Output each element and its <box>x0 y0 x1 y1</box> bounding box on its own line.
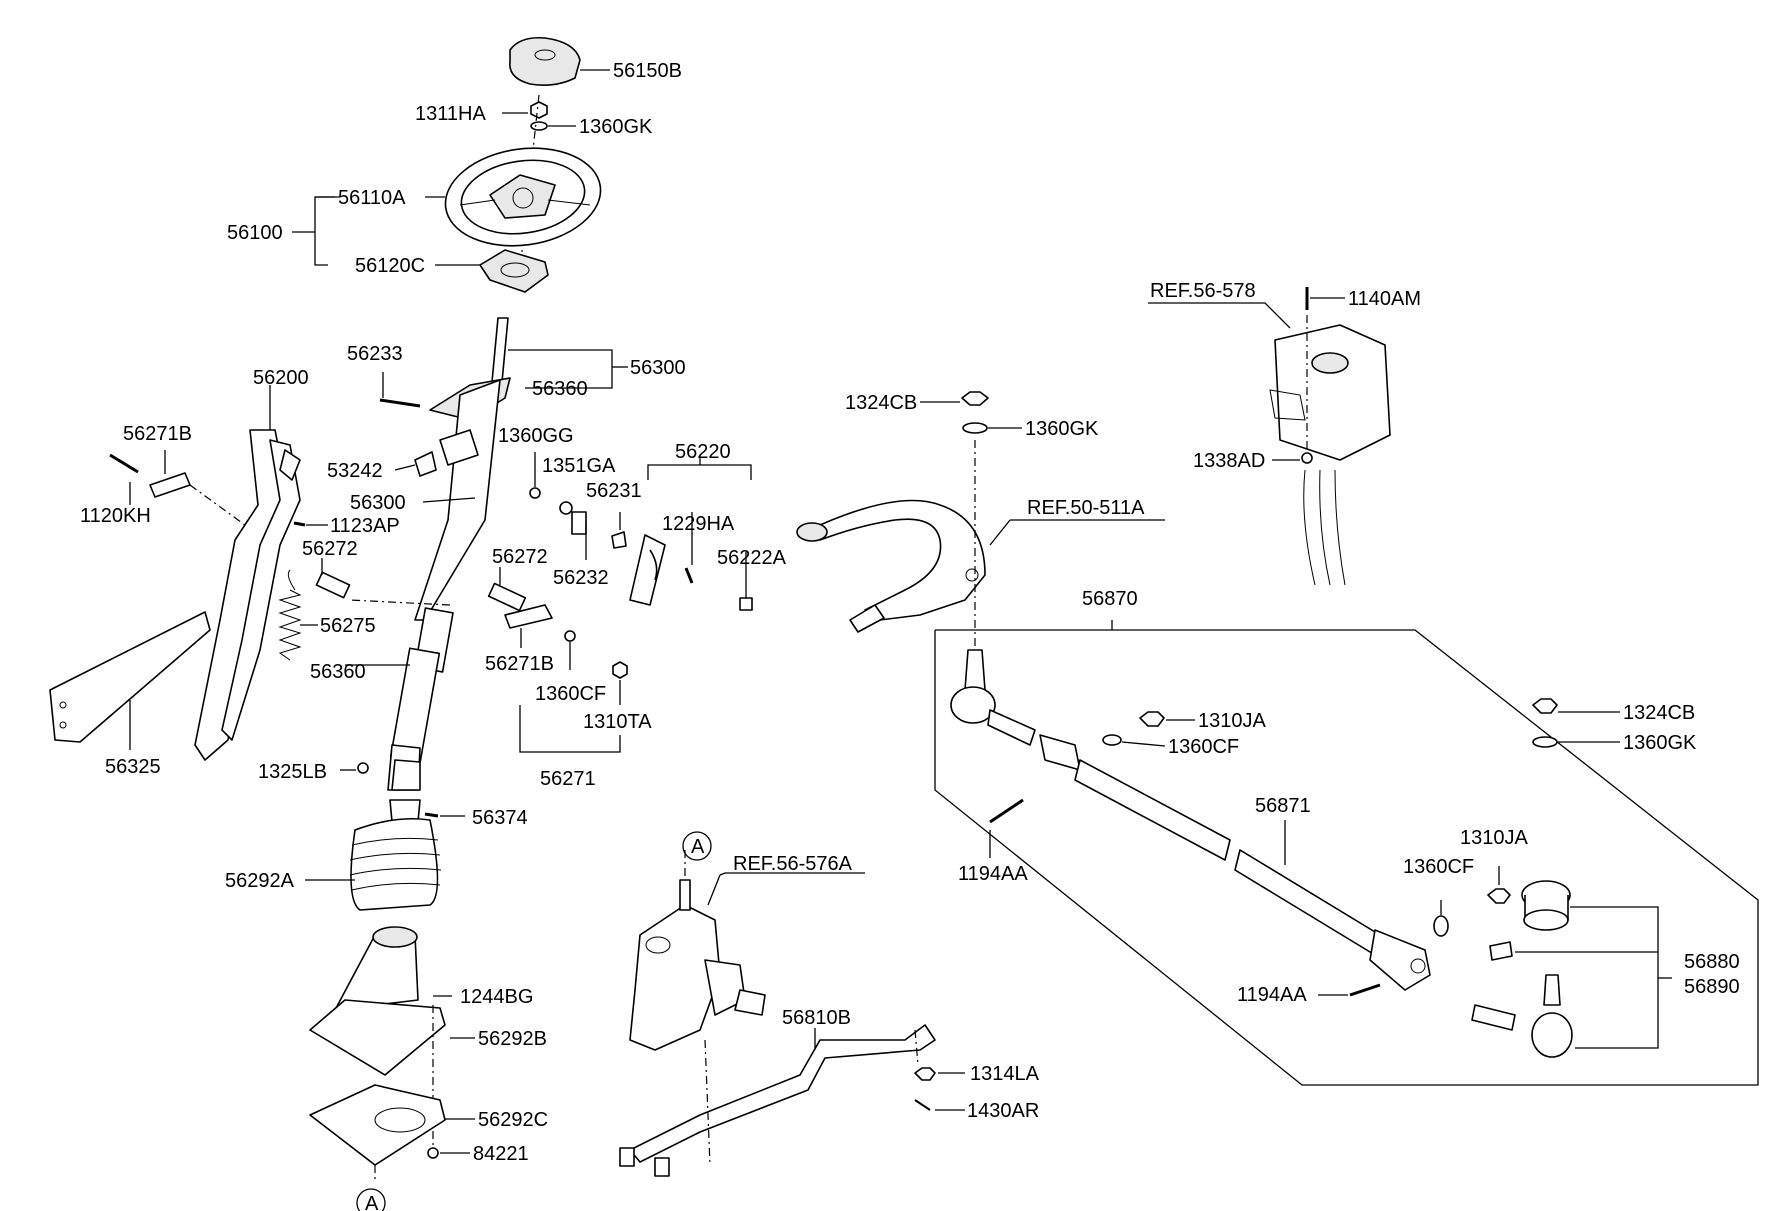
label-56233: 56233 <box>347 343 403 365</box>
label-1351GA: 1351GA <box>542 455 616 477</box>
label-56360-low: 56360 <box>310 661 366 683</box>
horn-cap-part <box>509 36 581 86</box>
label-56110A: 56110A <box>338 187 406 209</box>
label-1314LA: 1314LA <box>970 1063 1040 1085</box>
label-56232: 56232 <box>553 567 609 589</box>
label-56272-right: 56272 <box>492 546 548 568</box>
label-56272-left: 56272 <box>302 538 358 560</box>
label-56271B-right: 56271B <box>485 653 554 675</box>
label-1360GG: 1360GG <box>498 425 574 447</box>
label-1325LB: 1325LB <box>258 761 327 783</box>
label-56870: 56870 <box>1082 588 1138 610</box>
label-56150B: 56150B <box>613 60 682 82</box>
label-1310JA-b: 1310JA <box>1460 827 1528 849</box>
label-56120C: 56120C <box>355 255 425 277</box>
marker-a-top <box>682 831 712 861</box>
tilt-lever-part <box>629 534 666 606</box>
label-56275: 56275 <box>320 615 376 637</box>
marker-a-bottom <box>356 1188 386 1211</box>
label-1194AA-a: 1194AA <box>958 863 1028 885</box>
column-bracket-part <box>194 429 301 761</box>
label-56810B: 56810B <box>782 1007 851 1029</box>
label-56220: 56220 <box>675 441 731 463</box>
label-ref-56-576A: REF.56-576A <box>733 853 853 875</box>
label-1360CF-b: 1360CF <box>1403 856 1474 878</box>
marker-a-bottom-letter: A <box>365 1193 379 1211</box>
label-1310TA: 1310TA <box>583 711 652 733</box>
support-bracket-part <box>49 611 211 743</box>
steering-nut-part <box>530 101 548 131</box>
label-56300-top: 56300 <box>630 357 686 379</box>
label-1324CB-right: 1324CB <box>1623 702 1695 724</box>
label-56374: 56374 <box>472 807 528 829</box>
label-56222A: 56222A <box>717 547 787 569</box>
floor-boot-part <box>309 926 446 1076</box>
label-84221: 84221 <box>473 1143 529 1165</box>
tie-rod-kit-outline <box>934 629 1759 1086</box>
label-56871: 56871 <box>1255 795 1311 817</box>
label-56890: 56890 <box>1684 976 1740 998</box>
steering-gearbox-part <box>629 879 766 1051</box>
steering-arm-part <box>796 499 986 633</box>
label-1229HA: 1229HA <box>662 513 735 535</box>
column-boot-part <box>349 817 442 911</box>
steering-wheel-part <box>444 147 602 247</box>
label-1123AP: 1123AP <box>330 515 400 537</box>
label-1310JA-a: 1310JA <box>1198 710 1266 732</box>
label-56300-mid: 56300 <box>350 492 406 514</box>
label-1244BG: 1244BG <box>460 986 533 1008</box>
label-56271: 56271 <box>540 768 596 790</box>
universal-joint-part <box>389 759 421 823</box>
label-56292C: 56292C <box>478 1109 548 1131</box>
drag-link-part <box>619 1024 936 1177</box>
label-ref-50-511A: REF.50-511A <box>1027 497 1145 519</box>
label-1360CF-a: 1360CF <box>1168 736 1239 758</box>
label-ref-56-578: REF.56-578 <box>1150 280 1256 302</box>
label-53242: 53242 <box>327 460 383 482</box>
label-56100: 56100 <box>227 222 283 244</box>
label-1430AR: 1430AR <box>967 1100 1039 1122</box>
hub-plate-part <box>479 249 549 293</box>
label-56231: 56231 <box>586 480 642 502</box>
label-1360CF-col: 1360CF <box>535 683 606 705</box>
tie-rod-part <box>950 649 1431 991</box>
ball-joint-part <box>1471 880 1573 1058</box>
label-56880: 56880 <box>1684 951 1740 973</box>
label-56292B: 56292B <box>478 1028 547 1050</box>
label-1140AM: 1140AM <box>1348 288 1421 310</box>
label-1338AD: 1338AD <box>1193 450 1265 472</box>
label-1311HA: 1311HA <box>415 103 486 125</box>
label-1360GK-right: 1360GK <box>1623 732 1697 754</box>
return-spring-part <box>278 569 302 661</box>
label-56325: 56325 <box>105 756 161 778</box>
steering-column-part <box>387 317 511 791</box>
label-1324CB-top: 1324CB <box>845 392 917 414</box>
label-56292A: 56292A <box>225 870 295 892</box>
label-1194AA-b: 1194AA <box>1237 984 1307 1006</box>
label-56200: 56200 <box>253 367 309 389</box>
fluid-reservoir-part <box>1269 324 1391 586</box>
label-1360GK-top: 1360GK <box>579 116 653 138</box>
floor-plate-part <box>309 1084 446 1166</box>
label-56271B-left: 56271B <box>123 423 192 445</box>
label-56360-top: 56360 <box>532 378 588 400</box>
marker-a-top-letter: A <box>691 836 705 858</box>
label-1360GK-mid: 1360GK <box>1025 418 1099 440</box>
label-1120KH: 1120KH <box>80 505 151 527</box>
